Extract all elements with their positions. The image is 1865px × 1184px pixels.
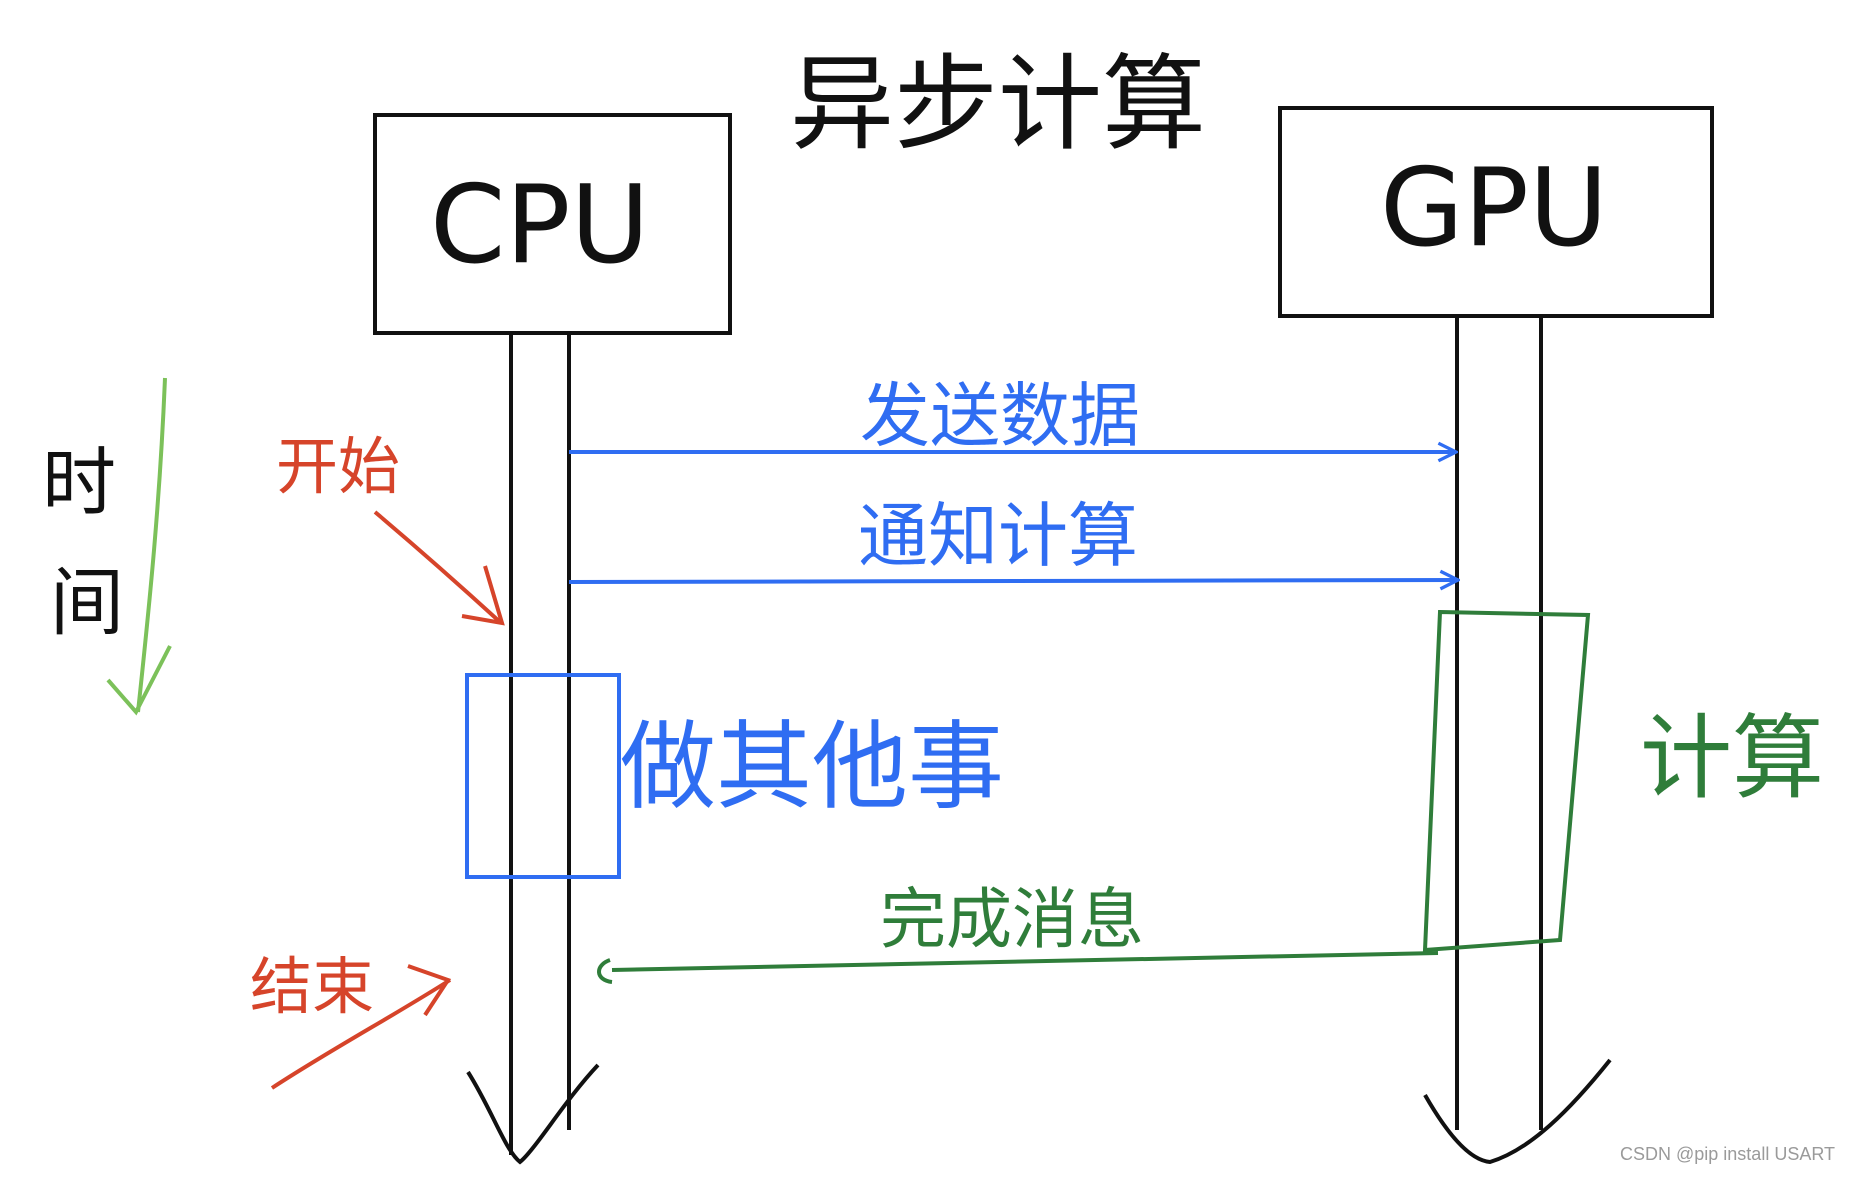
gpu-lifeline [1423, 316, 1612, 1165]
message-complete: 完成消息 [597, 881, 1439, 984]
end-label: 结束 [250, 950, 374, 1023]
time-label-1: 时 [42, 440, 116, 526]
cpu-label: CPU [430, 163, 650, 288]
time-axis: 时 间 [42, 377, 172, 716]
cpu-activity: 做其他事 [465, 673, 1004, 879]
cpu-box: CPU [373, 113, 732, 335]
gpu-label: GPU [1380, 146, 1608, 271]
send-data-label: 发送数据 [860, 375, 1140, 457]
complete-msg-label: 完成消息 [880, 881, 1144, 958]
gpu-activity-label: 计算 [1640, 705, 1824, 812]
watermark: CSDN @pip install USART [1620, 1144, 1835, 1164]
diagram-title: 异步计算 [790, 43, 1206, 165]
gpu-activity: 计算 [1422, 609, 1824, 953]
time-label-2: 间 [50, 560, 124, 646]
cpu-lifeline [466, 333, 600, 1165]
cpu-activity-label: 做其他事 [620, 711, 1004, 823]
end-marker: 结束 [250, 950, 452, 1090]
message-send-data: 发送数据 [569, 375, 1456, 457]
notify-compute-label: 通知计算 [858, 495, 1138, 577]
gpu-box: GPU [1278, 106, 1714, 318]
start-marker: 开始 [276, 430, 505, 626]
message-notify-compute: 通知计算 [568, 495, 1458, 582]
start-label: 开始 [276, 430, 400, 503]
